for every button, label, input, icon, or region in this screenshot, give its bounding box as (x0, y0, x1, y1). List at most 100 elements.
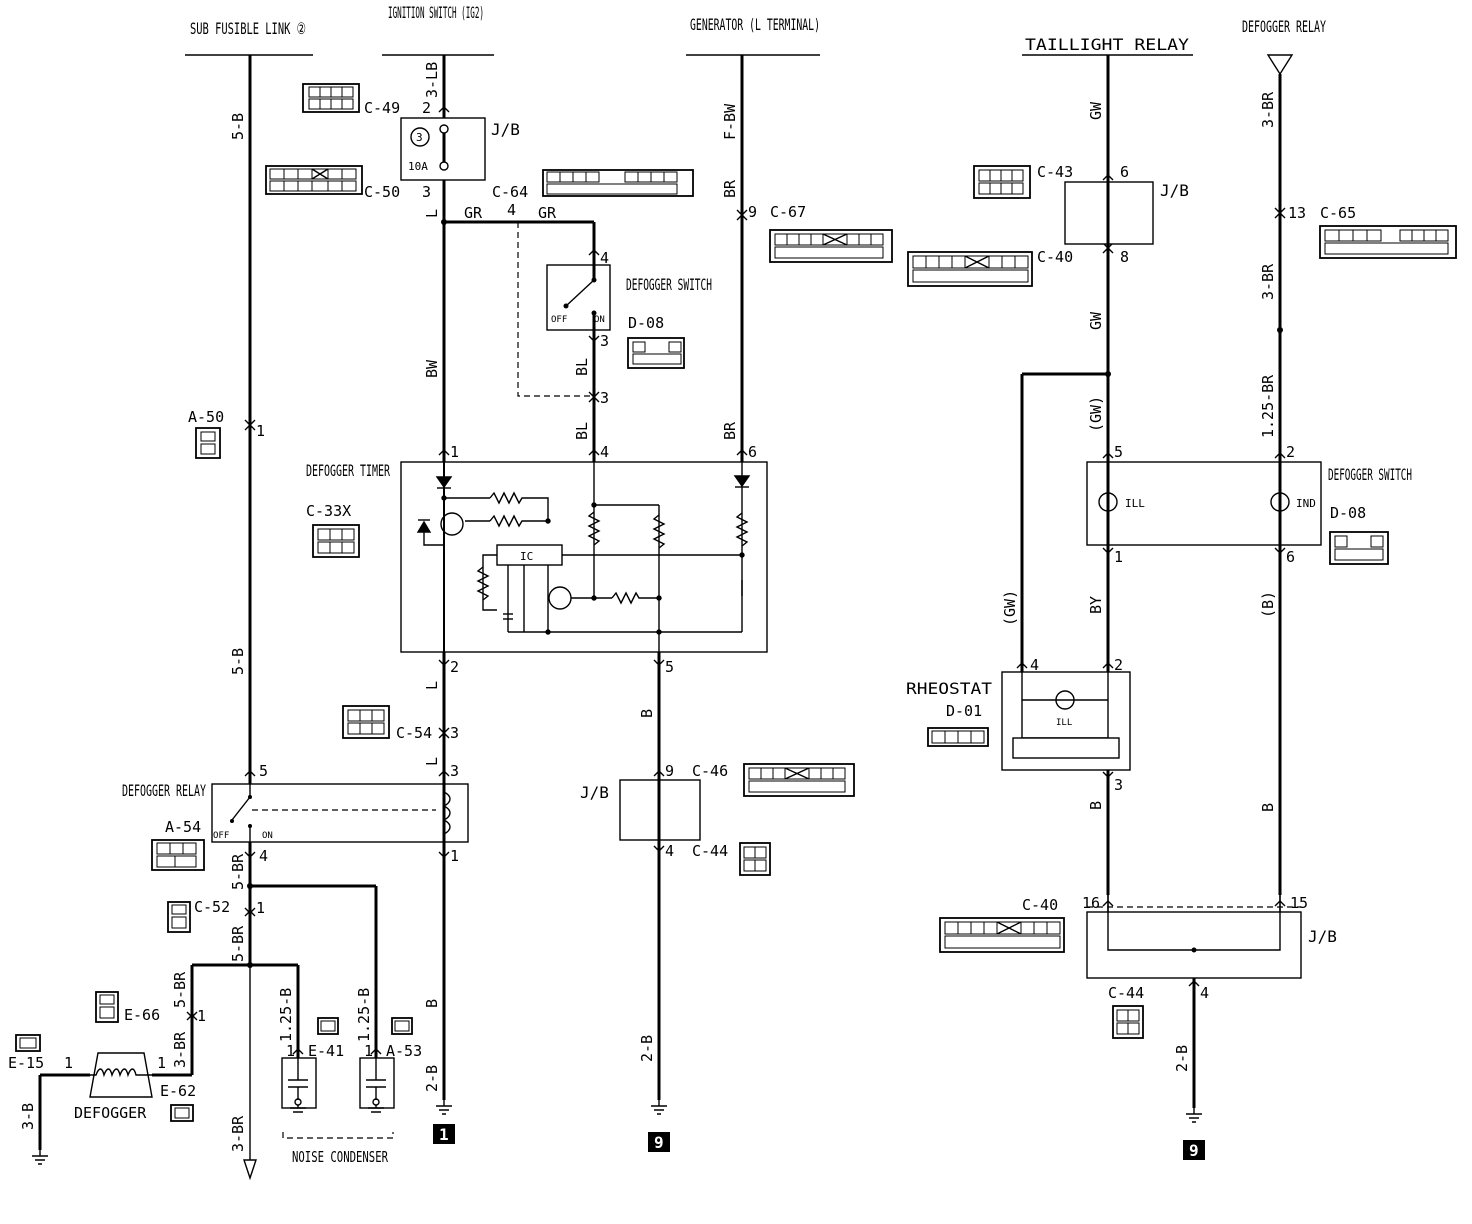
svg-text:5: 5 (259, 762, 268, 780)
svg-text:1.25-B: 1.25-B (355, 988, 373, 1042)
svg-text:ILL: ILL (1056, 718, 1072, 728)
source-generator: GENERATOR (L TERMINAL) (686, 15, 820, 56)
defogger-element: DEFOGGER (74, 1052, 153, 1122)
svg-text:F-BW: F-BW (721, 103, 739, 140)
c44-bottom-connector-icon (1112, 1005, 1144, 1039)
svg-text:8: 8 (1120, 248, 1129, 266)
svg-text:5-B: 5-B (229, 648, 247, 675)
source-taillight-relay: TAILLIGHT RELAY (1022, 35, 1193, 56)
svg-text:4: 4 (1030, 656, 1039, 674)
e66-connector-icon (95, 991, 119, 1023)
c50-connector-icon (265, 165, 363, 195)
d01-connector-icon (927, 727, 989, 747)
svg-text:B: B (1259, 803, 1277, 812)
svg-text:TAILLIGHT RELAY: TAILLIGHT RELAY (1025, 35, 1189, 54)
a50-connector-icon (195, 427, 221, 459)
svg-text:B: B (1087, 801, 1105, 810)
svg-text:BW: BW (423, 359, 441, 378)
svg-text:3-BR: 3-BR (171, 1031, 189, 1068)
svg-text:2-B: 2-B (638, 1035, 656, 1062)
svg-text:C-52: C-52 (194, 898, 230, 916)
pin-numbers: 2 3 4 4 3 3 9 1 1 4 6 2 5 3 3 5 4 1 1 1 … (64, 99, 1308, 1072)
svg-text:C-46: C-46 (692, 762, 728, 780)
a53-connector-icon (391, 1017, 413, 1035)
svg-text:1: 1 (197, 1007, 206, 1025)
ground-point-labels: 1 9 9 (433, 1124, 1205, 1160)
svg-text:1: 1 (157, 1054, 166, 1072)
source-defogger-relay: DEFOGGER RELAY (1242, 17, 1326, 76)
svg-text:OFF: OFF (551, 315, 567, 325)
svg-text:4: 4 (1200, 984, 1209, 1002)
svg-text:IGNITION SWITCH (IG2): IGNITION SWITCH (IG2) (388, 3, 484, 22)
svg-text:13: 13 (1288, 204, 1306, 222)
svg-text:B: B (423, 999, 441, 1008)
source-sub-fusible-link: SUB FUSIBLE LINK ② (185, 19, 313, 56)
defogger-switch-top: OFF ON DEFOGGER SWITCH (546, 264, 712, 331)
svg-text:(GW): (GW) (1001, 590, 1019, 626)
svg-text:GENERATOR (L TERMINAL): GENERATOR (L TERMINAL) (690, 15, 820, 34)
junction-block-fuse: 3 10A J/B (400, 117, 520, 181)
svg-text:BY: BY (1087, 596, 1105, 614)
svg-text:6: 6 (748, 443, 757, 461)
svg-text:DEFOGGER TIMER: DEFOGGER TIMER (306, 461, 390, 480)
svg-text:C-33X: C-33X (306, 502, 351, 520)
svg-text:GR: GR (538, 204, 557, 222)
svg-text:B: B (638, 709, 656, 718)
c43-connector-icon (973, 165, 1031, 199)
svg-text:(GW): (GW) (1087, 396, 1105, 432)
svg-text:C-40: C-40 (1022, 896, 1058, 914)
svg-text:ON: ON (594, 315, 605, 325)
c46-connector-icon (743, 763, 855, 797)
svg-text:1: 1 (286, 1042, 295, 1060)
svg-text:2: 2 (422, 99, 431, 117)
svg-text:6: 6 (1120, 163, 1129, 181)
svg-text:1: 1 (64, 1054, 73, 1072)
svg-text:3: 3 (1114, 776, 1123, 794)
svg-text:NOISE CONDENSER: NOISE CONDENSER (292, 1148, 389, 1166)
svg-text:J/B: J/B (580, 783, 609, 802)
svg-text:OFF: OFF (213, 831, 229, 841)
c40-top-connector-icon (907, 251, 1033, 287)
pin-marks (186, 106, 1286, 1055)
svg-text:1: 1 (450, 443, 459, 461)
svg-text:4: 4 (665, 842, 674, 860)
svg-text:2: 2 (450, 658, 459, 676)
svg-text:1: 1 (256, 422, 265, 440)
svg-text:2: 2 (1114, 656, 1123, 674)
wire-labels: 5-B 5-B 3-LB GR GR BW L L L B 2-B BL BL … (19, 62, 1277, 1152)
e41-connector-icon (317, 1017, 339, 1035)
svg-text:D-01: D-01 (946, 702, 982, 720)
svg-text:C-50: C-50 (364, 183, 400, 201)
svg-text:2-B: 2-B (1173, 1045, 1191, 1072)
svg-text:4: 4 (259, 847, 268, 865)
svg-text:RHEOSTAT: RHEOSTAT (906, 679, 992, 698)
c44-middle-connector-icon (739, 842, 771, 876)
svg-text:1.25-BR: 1.25-BR (1259, 374, 1277, 438)
svg-text:10A: 10A (408, 160, 428, 173)
svg-text:5: 5 (665, 658, 674, 676)
svg-text:BL: BL (573, 422, 591, 440)
defogger-switch-right: ILL IND DEFOGGER SWITCH (1086, 461, 1412, 546)
source-ignition-switch: IGNITION SWITCH (IG2) (382, 3, 494, 56)
d08-top-connector-icon (627, 337, 685, 369)
svg-text:DEFOGGER: DEFOGGER (74, 1104, 147, 1122)
svg-text:4: 4 (600, 249, 609, 267)
svg-text:9: 9 (665, 762, 674, 780)
svg-text:1: 1 (439, 1125, 449, 1144)
svg-text:BR: BR (721, 179, 739, 198)
c33x-connector-icon (312, 524, 360, 558)
svg-text:1: 1 (256, 899, 265, 917)
svg-text:C-64: C-64 (492, 183, 528, 201)
svg-text:3: 3 (416, 131, 423, 144)
a54-connector-icon (151, 839, 205, 871)
svg-text:3: 3 (600, 389, 609, 407)
svg-text:L: L (423, 681, 441, 690)
c49-connector-icon (302, 83, 360, 113)
svg-text:C-44: C-44 (1108, 984, 1144, 1002)
e15-connector-icon (15, 1034, 41, 1052)
svg-text:1: 1 (1114, 548, 1123, 566)
svg-text:GW: GW (1087, 311, 1105, 330)
connector-icons (15, 83, 1457, 1122)
svg-text:15: 15 (1290, 894, 1308, 912)
